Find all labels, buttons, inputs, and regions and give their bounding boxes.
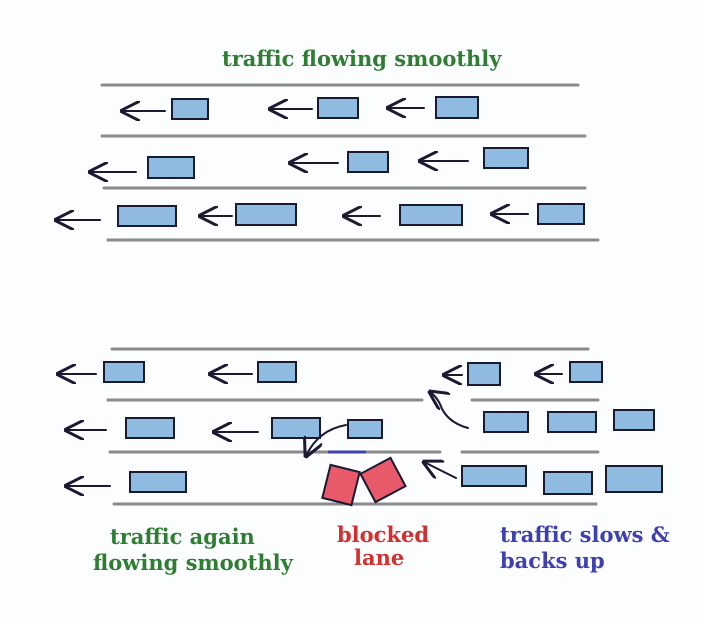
slows-label-line2: backs up: [500, 548, 605, 573]
car: [483, 147, 529, 169]
blocked-label-line1: blocked: [337, 522, 430, 547]
car: [613, 409, 655, 431]
car: [467, 362, 501, 386]
car: [547, 411, 597, 433]
car: [103, 361, 145, 383]
top-label: traffic flowing smoothly: [222, 46, 502, 71]
car: [347, 419, 383, 439]
slows-label-line1: traffic slows &: [500, 522, 670, 547]
car: [605, 465, 663, 493]
car: [399, 204, 463, 226]
bottom-lane-3: [66, 450, 663, 507]
top-lane-3: [56, 203, 585, 227]
car: [257, 361, 297, 383]
merge-arrow-icon: [306, 424, 347, 456]
blocked-car: [359, 456, 407, 504]
top-lane-1: [122, 96, 479, 120]
blocked-label-line2: lane: [354, 545, 405, 570]
top-lane-2: [90, 147, 529, 179]
car: [129, 471, 187, 493]
car: [537, 203, 585, 225]
car: [461, 465, 527, 487]
car: [543, 471, 593, 495]
car: [569, 361, 603, 383]
top-road: [100, 83, 600, 242]
car: [147, 156, 195, 179]
car: [125, 417, 175, 439]
car: [235, 203, 297, 226]
again-label-line2: flowing smoothly: [93, 550, 293, 575]
car: [271, 417, 321, 439]
car: [117, 205, 177, 227]
blocked-cars: [321, 456, 407, 507]
car: [483, 411, 529, 433]
car: [347, 151, 389, 173]
car: [171, 98, 209, 120]
bottom-lane-2: [66, 392, 655, 456]
bottom-road: [106, 347, 600, 506]
merge-arrow-icon: [430, 392, 469, 429]
bottom-lane-1: [58, 361, 603, 386]
blocked-car: [321, 463, 361, 507]
again-label-line1: traffic again: [110, 524, 255, 549]
car: [435, 96, 479, 119]
car: [317, 97, 359, 119]
arrow-icon: [424, 462, 457, 479]
